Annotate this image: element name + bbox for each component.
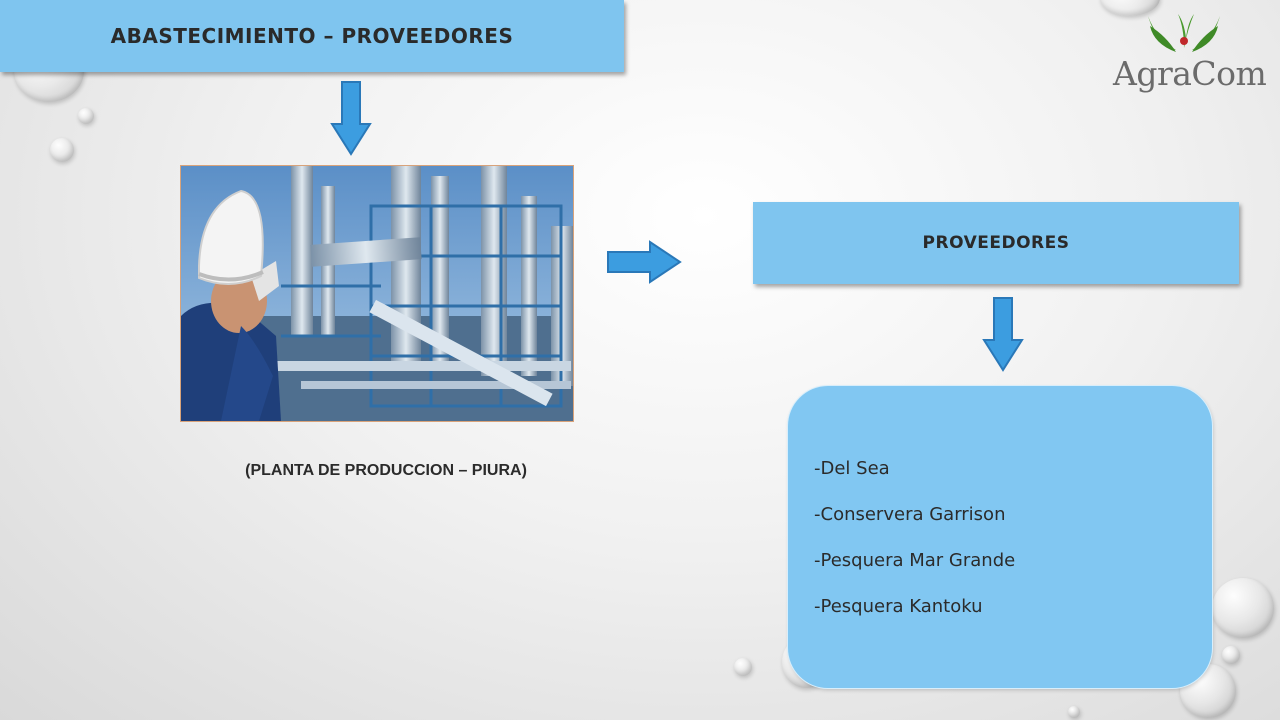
proveedores-header-bar: PROVEEDORES xyxy=(753,202,1239,284)
leaf-logo-icon xyxy=(1148,14,1220,52)
slide-title-bar: ABASTECIMIENTO – PROVEEDORES xyxy=(0,0,624,72)
supplier-list-box: -Del Sea -Conservera Garrison -Pesquera … xyxy=(788,386,1212,688)
supplier-item: -Conservera Garrison xyxy=(814,504,1006,525)
water-drop xyxy=(1212,578,1274,638)
supplier-item: -Pesquera Mar Grande xyxy=(814,550,1016,571)
logo-wordmark: AgraCom xyxy=(1113,54,1267,93)
refinery-illustration xyxy=(181,166,573,421)
arrow-down-icon xyxy=(330,81,372,156)
water-drop xyxy=(78,108,94,124)
production-plant-photo xyxy=(180,165,574,422)
supplier-item: -Del Sea xyxy=(814,458,890,479)
water-drop xyxy=(50,138,74,162)
water-drop xyxy=(734,658,752,676)
slide-title: ABASTECIMIENTO – PROVEEDORES xyxy=(110,24,514,48)
proveedores-label: PROVEEDORES xyxy=(922,233,1070,253)
supplier-item: -Pesquera Kantoku xyxy=(814,596,983,617)
water-drop xyxy=(1068,706,1080,718)
photo-caption: (PLANTA DE PRODUCCION – PIURA) xyxy=(245,462,527,479)
water-drop xyxy=(1100,0,1160,16)
arrow-down-icon xyxy=(982,297,1024,372)
arrow-right-icon xyxy=(607,240,682,284)
water-drop xyxy=(1222,646,1240,664)
